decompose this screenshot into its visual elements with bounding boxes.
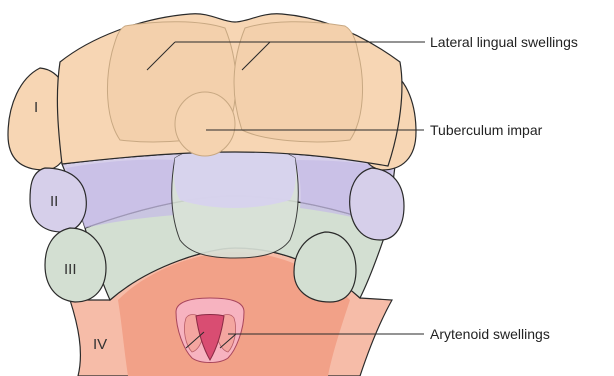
arch-label-third: III <box>64 261 77 278</box>
second-arch-right-lobe <box>350 168 404 240</box>
label-arytenoid-swellings: Arytenoid swellings <box>430 326 550 342</box>
lateral-lingual-swelling-right <box>234 22 362 142</box>
label-lateral-lingual-swellings: Lateral lingual swellings <box>430 34 578 50</box>
tuberculum-impar <box>175 92 235 156</box>
arch-label-fourth: IV <box>93 336 107 353</box>
arch-label-second: II <box>50 193 58 210</box>
label-tuberculum-impar: Tuberculum impar <box>430 122 543 138</box>
midline-swelling-upper <box>174 146 296 208</box>
arch-label-first: I <box>34 99 38 116</box>
